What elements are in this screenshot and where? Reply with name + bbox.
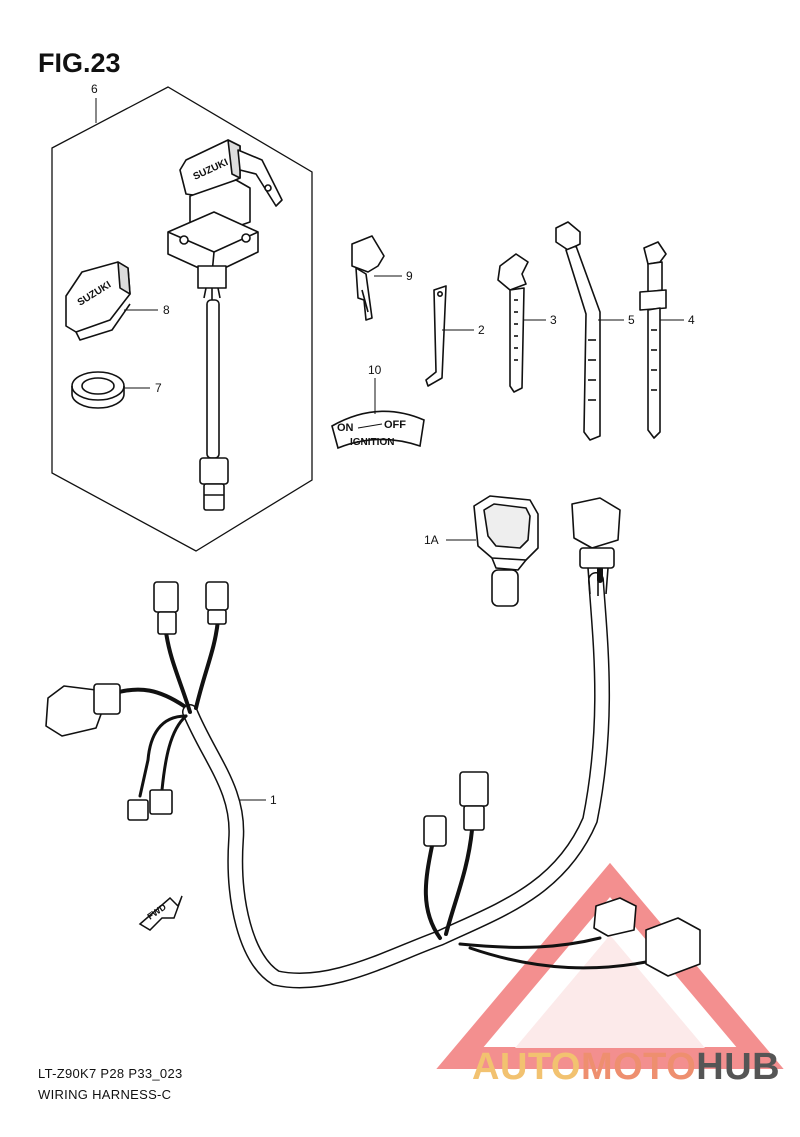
switch-assembly-box [51,86,313,552]
ignition-switch [167,179,259,511]
plate-ignition-text: IGNITION [350,437,394,448]
callout-3: 3 [550,313,557,327]
callout-7: 7 [155,381,162,395]
coupler-top-right [571,497,621,549]
grommet [473,495,539,607]
watermark-part3: HUB [696,1046,781,1088]
long-cable-tie [555,221,601,441]
watermark-text: AUTOMOTOHUB [472,1046,780,1089]
main-coupler-left [45,685,105,737]
callout-6: 6 [91,82,98,96]
key-in-switch: SUZUKI [179,139,283,207]
tie-with-clip [639,241,667,439]
callout-4: 4 [688,313,695,327]
coupler-a [153,581,179,613]
spare-key [351,235,385,321]
callouts: 6 8 7 9 10 2 3 5 4 1A 1 [91,82,695,807]
ignition-label-plate: ON OFF IGNITION [331,410,425,450]
coupler-d [149,789,173,815]
callout-10: 10 [368,363,382,377]
model-code: LT-Z90K7 P28 P33_023 [38,1066,183,1081]
main-wiring-harness [110,557,658,989]
ring-nut [71,371,125,409]
coupler-c [127,799,149,821]
plate-off-text: OFF [384,419,406,431]
plate-on-text: ON [337,422,354,434]
coupler-b [205,581,229,611]
callout-5: 5 [628,313,635,327]
clip-tie [497,253,529,393]
callout-1: 1 [270,793,277,807]
callout-2: 2 [478,323,485,337]
watermark-part2: MOTO [580,1046,697,1088]
callout-1A: 1A [424,533,439,547]
coupler-g [593,897,637,937]
harness-connectors [45,497,701,977]
clamp-strip [425,285,447,387]
lock-cap: SUZUKI [65,261,131,341]
coupler-e [459,771,489,807]
coupler-f [423,815,447,847]
callout-9: 9 [406,269,413,283]
section-name: WIRING HARNESS-C [38,1087,172,1102]
coupler-h [645,917,701,977]
callout-8: 8 [163,303,170,317]
figure-title: FIG.23 [38,48,121,78]
fwd-arrow: FWD [138,895,183,931]
watermark-part1: AUTO [472,1046,581,1088]
